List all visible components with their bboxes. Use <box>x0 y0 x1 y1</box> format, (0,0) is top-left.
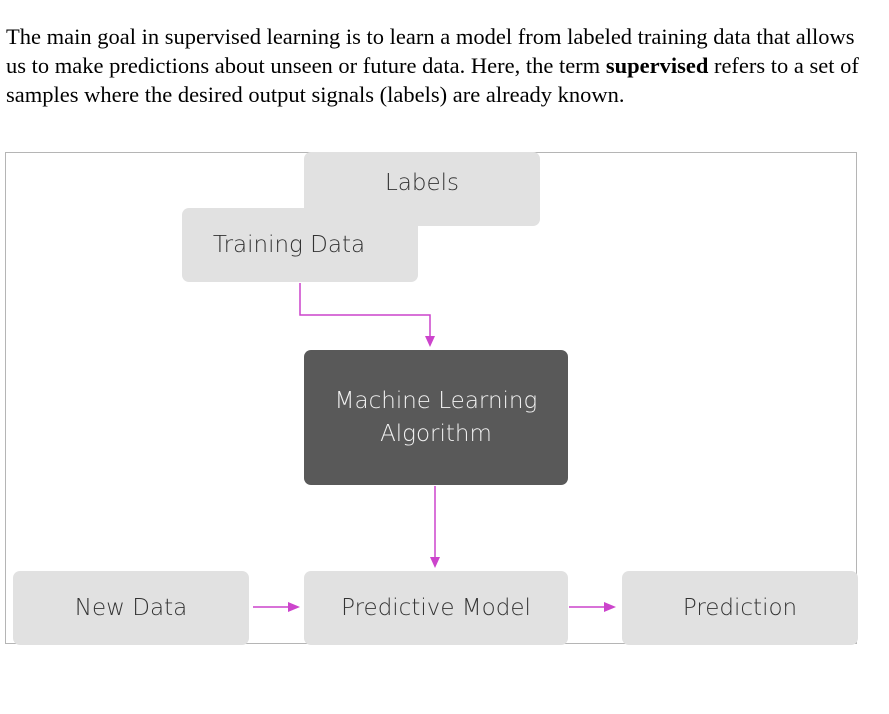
training-data-text: Training Data <box>212 232 366 258</box>
ml-algorithm-box: Machine Learning Algorithm <box>304 350 568 485</box>
paragraph-text-end: refers to a set of samples where the des… <box>6 53 859 107</box>
new-data-text: New Data <box>74 595 188 621</box>
algorithm-line1-text: Machine Learning <box>334 387 538 414</box>
new-data-box: New Data <box>13 571 249 645</box>
paragraph-bold-term: supervised <box>605 53 709 78</box>
prediction-box: Prediction <box>622 571 858 645</box>
training-to-algorithm-connector <box>299 283 431 336</box>
arrowhead-right-prediction <box>604 602 616 612</box>
supervised-learning-diagram: Labels Training Data Machine Learning Al… <box>5 152 858 645</box>
training-data-box: Training Data <box>182 208 418 282</box>
flow-arrows <box>253 283 616 612</box>
intro-paragraph: The main goal in supervised learning is … <box>6 22 866 109</box>
labels-text: Labels <box>384 170 460 196</box>
arrowhead-right-model <box>288 602 300 612</box>
predictive-model-box: Predictive Model <box>304 571 568 645</box>
algorithm-line2-text: Algorithm <box>380 420 492 447</box>
prediction-text: Prediction <box>682 595 798 621</box>
predictive-model-text: Predictive Model <box>341 595 531 621</box>
arrowhead-down-algorithm <box>425 336 435 347</box>
paragraph-text-start: The main goal in supervised learning is … <box>6 24 855 78</box>
arrowhead-down-model <box>430 557 440 568</box>
